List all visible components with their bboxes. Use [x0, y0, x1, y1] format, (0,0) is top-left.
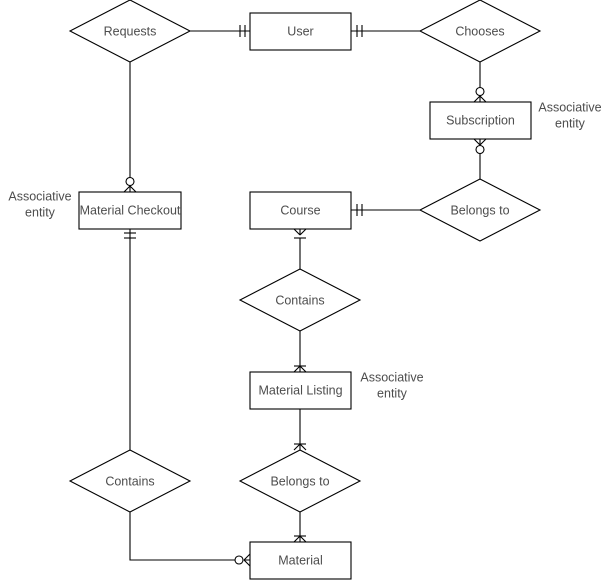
connection-user-chooses	[351, 25, 420, 37]
entity-subscription[interactable]: Subscription	[429, 101, 532, 140]
connection-requests-user	[190, 25, 250, 37]
connection-contains-material-listing	[293, 331, 307, 373]
entity-user-label: User	[287, 24, 313, 38]
connection-contains-material	[129, 512, 251, 567]
relationship-chooses[interactable]: Chooses	[418, 0, 542, 63]
connection-course-contains	[293, 228, 307, 269]
entity-material-listing-label: Material Listing	[258, 383, 342, 397]
entity-material-checkout[interactable]: Material Checkout	[78, 191, 182, 230]
entity-user[interactable]: User	[249, 12, 352, 51]
relationship-belongs-to-course[interactable]: Belongs to	[418, 178, 542, 242]
connection-belongs-to-material	[293, 512, 307, 543]
connection-requests-material-checkout	[123, 62, 137, 193]
entity-subscription-label: Subscription	[446, 113, 515, 127]
relationship-requests[interactable]: Requests	[68, 0, 192, 63]
entity-course[interactable]: Course	[249, 191, 352, 230]
entity-material[interactable]: Material	[249, 541, 352, 580]
annotation-line-2: entity	[25, 205, 56, 219]
annotation-line-1: Associative	[538, 100, 601, 114]
relationship-contains-course-label: Contains	[275, 293, 324, 307]
connection-belongs-to-course	[351, 204, 420, 216]
entity-material-listing[interactable]: Material Listing	[249, 371, 352, 410]
connection-subscription-belongs-to	[473, 138, 487, 179]
connection-chooses-subscription	[473, 62, 487, 103]
annotation-line-2: entity	[377, 386, 408, 400]
relationship-contains-material[interactable]: Contains	[68, 449, 192, 513]
connection-material-checkout-contains	[124, 229, 136, 450]
relationship-belongs-to-course-label: Belongs to	[450, 203, 509, 217]
annotation-material-listing-associative-entity: Associative entity	[360, 370, 423, 400]
relationship-belongs-to-material-label: Belongs to	[270, 474, 329, 488]
relationship-belongs-to-material[interactable]: Belongs to	[238, 449, 362, 513]
entity-course-label: Course	[280, 203, 320, 217]
relationship-requests-label: Requests	[104, 24, 157, 38]
relationship-contains-course[interactable]: Contains	[238, 268, 362, 332]
annotation-line-1: Associative	[8, 189, 71, 203]
annotation-line-1: Associative	[360, 370, 423, 384]
annotation-subscription-associative-entity: Associative entity	[538, 100, 601, 130]
connection-material-listing-belongs-to	[293, 409, 307, 451]
relationship-contains-material-label: Contains	[105, 474, 154, 488]
relationship-chooses-label: Chooses	[455, 24, 504, 38]
entity-material-checkout-label: Material Checkout	[80, 203, 181, 217]
annotation-material-checkout-associative-entity: Associative entity	[8, 189, 71, 219]
annotation-line-2: entity	[555, 116, 586, 130]
entity-material-label: Material	[278, 553, 322, 567]
